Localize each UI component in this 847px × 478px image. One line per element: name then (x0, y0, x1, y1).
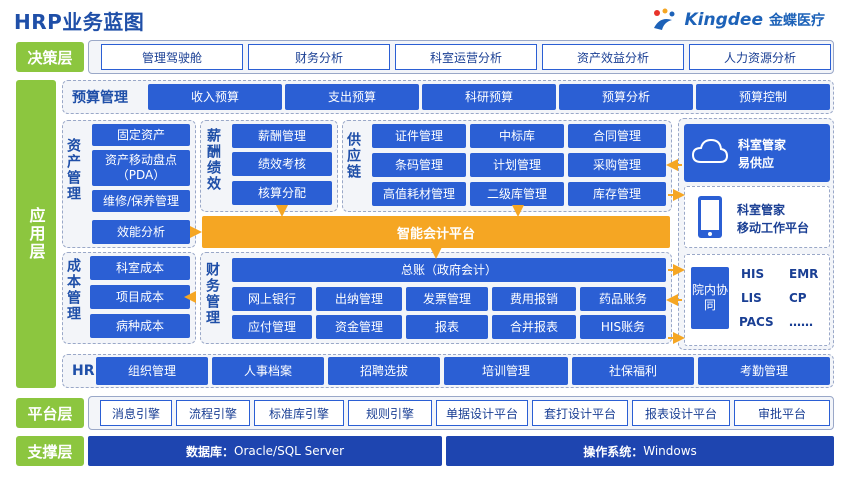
finance-label: 财务管理 (204, 262, 220, 326)
finance-item-funds[interactable]: 资金管理 (316, 315, 402, 339)
cost-label: 成本管理 (65, 258, 81, 322)
finance-item-expense[interactable]: 费用报销 (492, 287, 576, 311)
hospital-panel[interactable]: 院内协同 HIS EMR LIS CP PACS …… (684, 254, 830, 346)
hr-item-attendance[interactable]: 考勤管理 (698, 357, 830, 385)
supply-item-contract[interactable]: 合同管理 (568, 124, 666, 148)
finance-item-payable[interactable]: 应付管理 (232, 315, 312, 339)
kingdee-logo-icon (654, 8, 675, 30)
supply-item-barcode[interactable]: 条码管理 (372, 153, 466, 177)
cost-item-dept[interactable]: 科室成本 (90, 256, 190, 280)
asset-item-maintenance[interactable]: 维修/保养管理 (92, 190, 190, 212)
decision-item-cockpit[interactable]: 管理驾驶舱 (101, 44, 243, 70)
platform-item-workflow[interactable]: 流程引擎 (176, 400, 250, 426)
decision-item-dept-analysis[interactable]: 科室运营分析 (395, 44, 537, 70)
hr-label: HR (72, 363, 95, 379)
logo-cn: 金蝶医疗 (769, 13, 825, 29)
platform-item-print-design[interactable]: 套打设计平台 (532, 400, 628, 426)
hospital-item-his: HIS (741, 267, 765, 281)
support-os[interactable]: 操作系统：Windows (446, 436, 834, 466)
application-layer-label: 应用层 (16, 80, 56, 388)
support-database[interactable]: 数据库：Oracle/SQL Server (88, 436, 442, 466)
decision-item-asset-analysis[interactable]: 资产效益分析 (542, 44, 684, 70)
cost-item-disease[interactable]: 病种成本 (90, 314, 190, 338)
platform-item-approval[interactable]: 审批平台 (734, 400, 830, 426)
platform-layer-label: 平台层 (16, 398, 84, 428)
budget-item-expense[interactable]: 支出预算 (285, 84, 419, 110)
supply-item-plan[interactable]: 计划管理 (470, 153, 564, 177)
mobile-line1: 科室管家 (737, 203, 786, 217)
hr-item-welfare[interactable]: 社保福利 (572, 357, 694, 385)
platform-item-report-design[interactable]: 报表设计平台 (632, 400, 730, 426)
hospital-item-emr: EMR (789, 267, 819, 281)
salary-item-kpi[interactable]: 绩效考核 (232, 152, 332, 176)
hr-item-recruit[interactable]: 招聘选拔 (328, 357, 440, 385)
salary-item-allocation[interactable]: 核算分配 (232, 181, 332, 205)
hospital-item-lis: LIS (741, 291, 762, 305)
asset-item-fixed[interactable]: 固定资产 (92, 124, 190, 146)
decision-item-hr-analysis[interactable]: 人力资源分析 (689, 44, 831, 70)
finance-item-report[interactable]: 报表 (406, 315, 488, 339)
finance-item-drug-accounts[interactable]: 药品账务 (580, 287, 666, 311)
finance-ledger[interactable]: 总账（政府会计） (232, 258, 666, 282)
asset-label: 资产管理 (65, 138, 81, 202)
hospital-label: 院内协同 (691, 267, 729, 329)
decision-layer-label: 决策层 (16, 42, 84, 72)
supply-item-purchase[interactable]: 采购管理 (568, 153, 666, 177)
supply-item-inventory[interactable]: 库存管理 (568, 182, 666, 206)
support-db-label: 数据库： (185, 444, 234, 459)
salary-label: 薪酬绩效 (205, 128, 221, 192)
finance-item-ebank[interactable]: 网上银行 (232, 287, 312, 311)
kingdee-logo: Kingdee 金蝶医疗 (652, 6, 825, 34)
cost-item-project[interactable]: 项目成本 (90, 285, 190, 309)
supply-cloud-line1: 科室管家 (738, 138, 787, 152)
support-layer-label: 支撑层 (16, 436, 84, 466)
platform-item-bill-design[interactable]: 单据设计平台 (436, 400, 528, 426)
supply-cloud-line2: 易供应 (738, 156, 775, 170)
finance-item-his[interactable]: HIS账务 (580, 315, 666, 339)
supply-label: 供应链 (345, 132, 361, 180)
budget-item-control[interactable]: 预算控制 (696, 84, 830, 110)
supply-item-secondary-store[interactable]: 二级库管理 (470, 182, 564, 206)
hospital-item-more: …… (789, 315, 813, 329)
support-os-value: Windows (643, 444, 697, 458)
hr-item-archive[interactable]: 人事档案 (212, 357, 324, 385)
finance-item-consolidated[interactable]: 合并报表 (492, 315, 576, 339)
platform-item-message[interactable]: 消息引擎 (100, 400, 172, 426)
supply-item-bid[interactable]: 中标库 (470, 124, 564, 148)
support-db-value: Oracle/SQL Server (234, 444, 345, 458)
platform-item-standard[interactable]: 标准库引擎 (254, 400, 344, 426)
supply-item-license[interactable]: 证件管理 (372, 124, 466, 148)
hospital-item-pacs: PACS (739, 315, 774, 329)
budget-item-income[interactable]: 收入预算 (148, 84, 282, 110)
mobile-phone-icon (698, 196, 722, 238)
hospital-item-cp: CP (789, 291, 807, 305)
asset-item-efficiency[interactable]: 效能分析 (92, 220, 190, 244)
supply-item-high-value[interactable]: 高值耗材管理 (372, 182, 466, 206)
supply-cloud-panel[interactable]: 科室管家 易供应 (684, 124, 830, 182)
logo-brand: Kingdee (684, 10, 763, 30)
mobile-panel[interactable]: 科室管家 移动工作平台 (684, 186, 830, 248)
page-title: HRP业务蓝图 (14, 10, 145, 34)
asset-item-pda[interactable]: 资产移动盘点（PDA） (92, 150, 190, 186)
platform-item-rules[interactable]: 规则引擎 (348, 400, 432, 426)
hr-item-training[interactable]: 培训管理 (444, 357, 568, 385)
support-os-label: 操作系统： (583, 444, 644, 459)
mobile-line2: 移动工作平台 (737, 221, 810, 235)
salary-item-pay[interactable]: 薪酬管理 (232, 124, 332, 148)
hr-item-org[interactable]: 组织管理 (96, 357, 208, 385)
budget-item-analysis[interactable]: 预算分析 (559, 84, 693, 110)
budget-item-research[interactable]: 科研预算 (422, 84, 556, 110)
decision-item-finance-analysis[interactable]: 财务分析 (248, 44, 390, 70)
cloud-icon (692, 138, 728, 163)
finance-item-invoice[interactable]: 发票管理 (406, 287, 488, 311)
finance-item-cashier[interactable]: 出纳管理 (316, 287, 402, 311)
budget-label: 预算管理 (72, 90, 128, 106)
smart-accounting-platform[interactable]: 智能会计平台 (202, 216, 670, 248)
